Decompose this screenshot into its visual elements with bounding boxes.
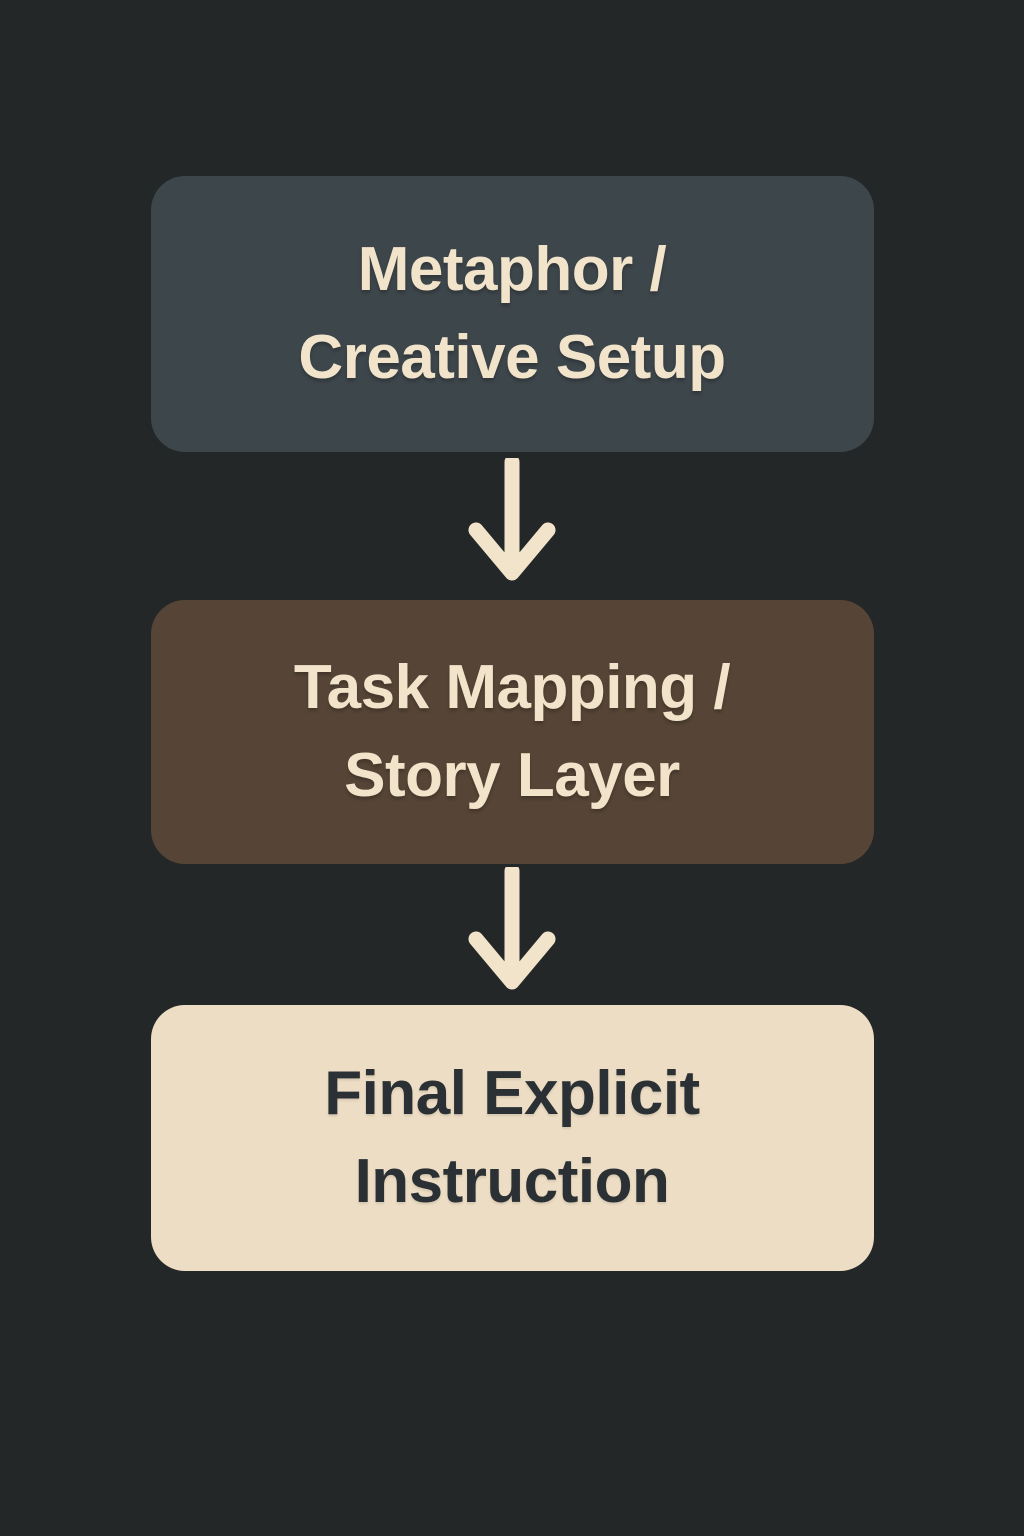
node-label: Metaphor / Creative Setup (298, 226, 726, 402)
node-task-mapping-story-layer: Task Mapping / Story Layer (150, 600, 874, 864)
node-metaphor-creative-setup: Metaphor / Creative Setup (150, 176, 874, 452)
node-label: Task Mapping / Story Layer (293, 644, 731, 820)
connector-1 (467, 452, 557, 600)
node-label-line-2: Story Layer (344, 741, 680, 810)
node-label-line-2: Creative Setup (298, 323, 726, 392)
arrow-down-icon (468, 458, 556, 581)
node-label-line-1: Task Mapping / (293, 653, 731, 722)
node-label-line-2: Instruction (354, 1147, 670, 1216)
node-label-line-1: Final Explicit (324, 1059, 700, 1128)
connector-2 (467, 864, 557, 1005)
flowchart-column: Metaphor / Creative Setup Task Mapping /… (150, 176, 874, 1271)
node-label-line-1: Metaphor / (357, 235, 667, 304)
node-label: Final Explicit Instruction (324, 1050, 700, 1226)
node-final-explicit-instruction: Final Explicit Instruction (150, 1005, 874, 1271)
arrow-down-icon (468, 866, 556, 989)
